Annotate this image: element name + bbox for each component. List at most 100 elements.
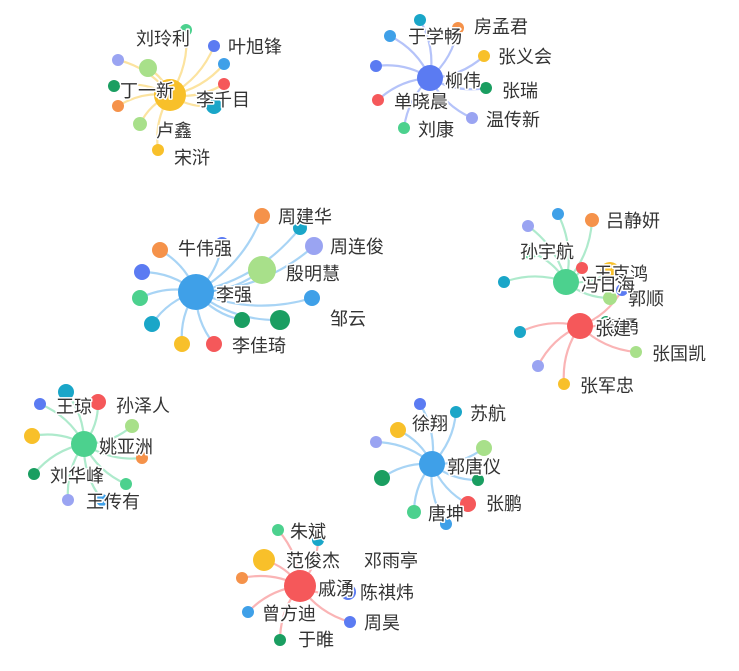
graph-node[interactable] [174,336,190,352]
graph-node[interactable] [472,474,484,486]
graph-node[interactable] [630,346,642,358]
graph-node[interactable] [120,478,132,490]
graph-node[interactable] [398,122,410,134]
graph-node[interactable] [139,59,157,77]
node-label: 单晓晨 [394,92,448,113]
graph-node[interactable] [312,534,324,546]
graph-node[interactable] [616,284,628,296]
graph-node[interactable] [133,117,147,131]
graph-node[interactable] [558,378,570,390]
graph-hub-node[interactable] [284,570,316,602]
edges-layer [30,18,638,642]
graph-node[interactable] [208,40,220,52]
graph-node[interactable] [234,312,250,328]
node-label: 于睢 [298,630,334,651]
graph-node[interactable] [96,494,108,506]
graph-node[interactable] [532,360,544,372]
node-label: 卢鑫 [156,121,192,142]
graph-node[interactable] [125,419,139,433]
graph-node[interactable] [242,606,254,618]
node-label: 刘华峰 [50,466,104,487]
graph-node[interactable] [152,144,164,156]
graph-node[interactable] [466,112,478,124]
graph-node[interactable] [253,549,275,571]
graph-node[interactable] [374,470,390,486]
graph-node[interactable] [480,82,492,94]
graph-node[interactable] [407,505,421,519]
node-label: 周建华 [278,207,332,228]
graph-node[interactable] [476,440,492,456]
graph-node[interactable] [144,316,160,332]
graph-node[interactable] [576,262,588,274]
graph-node[interactable] [236,572,248,584]
graph-node[interactable] [112,100,124,112]
graph-node[interactable] [132,290,148,306]
graph-node[interactable] [498,276,510,288]
graph-node[interactable] [340,584,356,600]
graph-hub-node[interactable] [417,65,443,91]
node-label: 张瑞 [502,81,538,102]
graph-node[interactable] [90,394,106,410]
graph-hub-node[interactable] [567,313,593,339]
node-label: 张鹏 [486,494,522,515]
graph-node[interactable] [372,94,384,106]
graph-node[interactable] [384,30,396,42]
graph-node[interactable] [305,237,323,255]
graph-node[interactable] [440,518,452,530]
graph-node[interactable] [108,80,120,92]
graph-hub-node[interactable] [154,79,186,111]
graph-node[interactable] [274,634,286,646]
hub-label: 张建 [595,319,631,340]
graph-node[interactable] [478,50,490,62]
graph-node[interactable] [136,452,148,464]
graph-node[interactable] [254,208,270,224]
graph-node[interactable] [218,78,230,90]
graph-node[interactable] [62,494,74,506]
graph-hub-node[interactable] [419,451,445,477]
graph-node[interactable] [134,264,150,280]
graph-node[interactable] [58,384,74,400]
graph-node[interactable] [215,237,229,251]
graph-node[interactable] [452,22,464,34]
graph-node[interactable] [370,60,382,72]
graph-node[interactable] [585,213,599,227]
graph-node[interactable] [523,245,537,259]
graph-node[interactable] [344,616,356,628]
graph-node[interactable] [270,310,290,330]
graph-node[interactable] [248,256,276,284]
node-label: 吕静妍 [606,211,660,232]
graph-node[interactable] [293,221,307,235]
graph-node[interactable] [112,54,124,66]
graph-node[interactable] [600,262,620,282]
graph-node[interactable] [414,398,426,410]
graph-node[interactable] [460,496,476,512]
node-label: 王传有 [86,492,140,513]
nodes-layer [24,14,642,646]
graph-node[interactable] [514,326,526,338]
node-label: 刘玲利 [136,29,190,50]
graph-node[interactable] [552,208,564,220]
graph-node[interactable] [206,98,222,114]
graph-hub-node[interactable] [71,431,97,457]
graph-node[interactable] [272,524,284,536]
graph-node[interactable] [218,58,230,70]
graph-node[interactable] [34,398,46,410]
graph-node[interactable] [370,436,382,448]
node-label: 朱斌 [290,522,326,543]
graph-node[interactable] [450,406,462,418]
graph-node[interactable] [414,14,426,26]
graph-hub-node[interactable] [553,269,579,295]
graph-node[interactable] [152,242,168,258]
graph-node[interactable] [206,336,222,352]
graph-node[interactable] [304,290,320,306]
graph-node[interactable] [600,316,612,328]
graph-node[interactable] [603,291,617,305]
graph-node[interactable] [522,220,534,232]
graph-hub-node[interactable] [178,274,214,310]
graph-node[interactable] [28,468,40,480]
graph-node[interactable] [180,24,192,36]
graph-node[interactable] [390,422,406,438]
graph-node[interactable] [24,428,40,444]
